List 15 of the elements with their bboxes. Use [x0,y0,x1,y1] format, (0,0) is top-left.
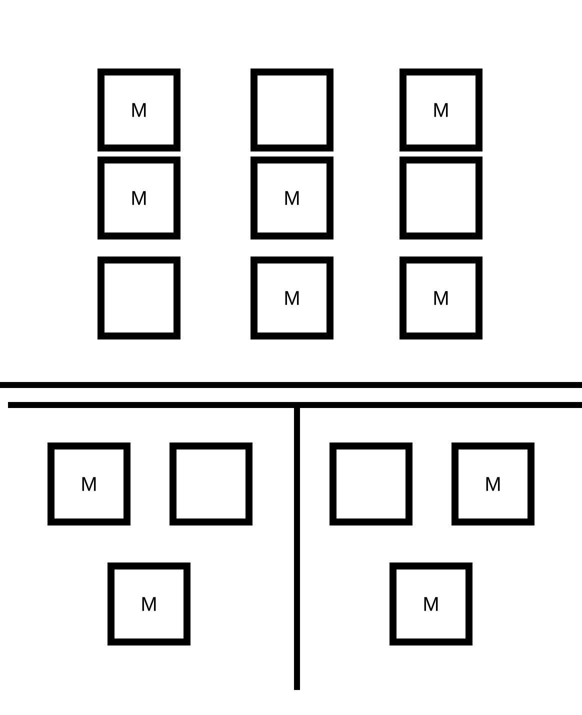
letter-box: M [390,562,472,646]
empty-box [400,156,482,240]
empty-box [170,442,252,526]
empty-box [330,442,412,526]
letter-box: M [400,256,482,340]
letter-box: M [400,68,482,152]
letter-box: M [98,68,180,152]
letter-box: M [250,256,334,340]
letter-box: M [250,156,334,240]
empty-box [98,256,180,340]
letter-box: M [452,442,534,526]
letter-box: M [108,562,190,646]
letter-box: M [98,156,180,240]
letter-box: M [48,442,130,526]
empty-box [250,68,334,152]
